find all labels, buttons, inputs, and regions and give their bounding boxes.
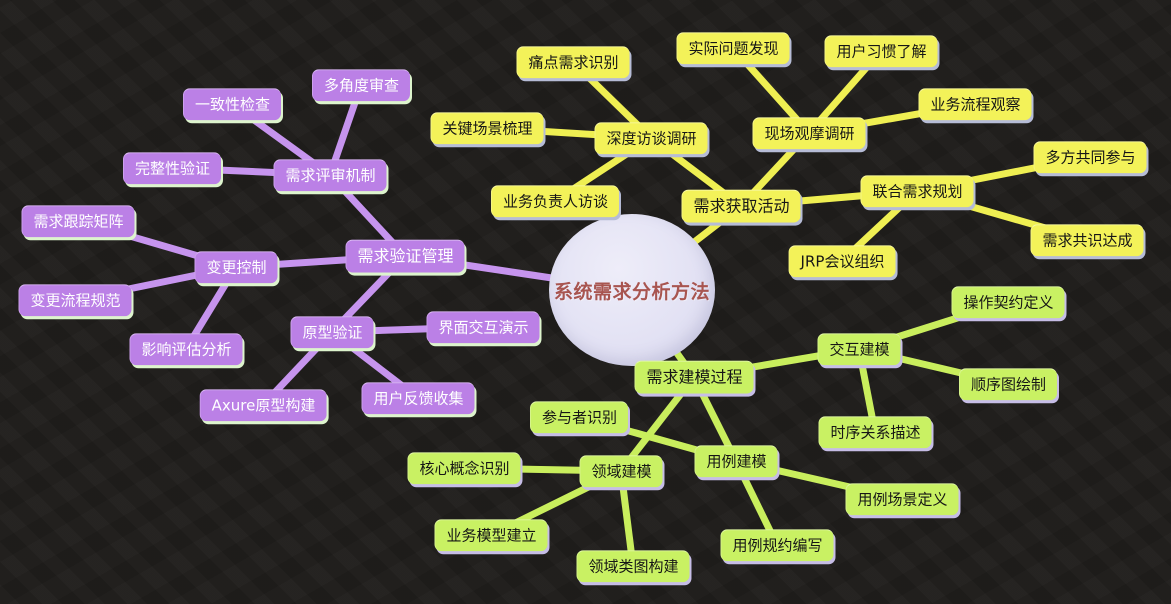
leaf-node-requirements-elicitation-2-1[interactable]: 需求共识达成 (1030, 224, 1144, 256)
leaf-node-requirements-elicitation-1-1[interactable]: 用户习惯了解 (824, 35, 938, 67)
leaf-node-requirements-modeling-1-0[interactable]: 核心概念识别 (407, 452, 521, 484)
leaf-node-requirements-modeling-2-0[interactable]: 参与者识别 (529, 401, 629, 433)
leaf-node-requirements-elicitation-0-0[interactable]: 痛点需求识别 (516, 46, 630, 78)
leaf-node-requirements-elicitation-0-1[interactable]: 关键场景梳理 (430, 112, 544, 144)
leaf-node-requirements-modeling-2-2[interactable]: 用例规约编写 (720, 529, 834, 561)
leaf-node-requirements-modeling-0-2[interactable]: 时序关系描述 (818, 416, 932, 448)
leaf-node-requirements-validation-2-2[interactable]: 用户反馈收集 (361, 382, 475, 414)
leaf-node-requirements-elicitation-2-2[interactable]: JRP会议组织 (788, 245, 896, 277)
leaf-node-requirements-validation-2-1[interactable]: Axure原型构建 (199, 389, 327, 421)
leaf-node-requirements-modeling-1-1[interactable]: 业务模型建立 (434, 519, 548, 551)
leaf-node-requirements-elicitation-0-2[interactable]: 业务负责人访谈 (490, 185, 620, 217)
leaf-node-requirements-validation-2-0[interactable]: 界面交互演示 (426, 311, 540, 343)
subtopic-node-requirements-modeling-2[interactable]: 用例建模 (694, 445, 778, 477)
mindmap-link (617, 470, 637, 567)
leaf-node-requirements-validation-1-0[interactable]: 需求跟踪矩阵 (21, 205, 135, 237)
center-topic-node[interactable]: 系统需求分析方法 (549, 214, 715, 366)
leaf-node-requirements-modeling-1-2[interactable]: 领域类图构建 (576, 550, 690, 582)
leaf-node-requirements-modeling-0-0[interactable]: 操作契约定义 (951, 286, 1065, 318)
leaf-node-requirements-validation-1-2[interactable]: 影响评估分析 (129, 333, 243, 365)
center-topic-label: 系统需求分析方法 (553, 280, 710, 303)
subtopic-node-requirements-validation-1[interactable]: 变更控制 (194, 251, 278, 283)
branch-root-node-requirements-validation[interactable]: 需求验证管理 (345, 239, 465, 273)
leaf-node-requirements-validation-0-2[interactable]: 完整性验证 (122, 152, 222, 184)
branch-root-node-requirements-modeling[interactable]: 需求建模过程 (634, 360, 754, 394)
leaf-node-requirements-validation-0-1[interactable]: 一致性检查 (182, 88, 282, 120)
leaf-node-requirements-elicitation-1-0[interactable]: 实际问题发现 (676, 32, 790, 64)
subtopic-node-requirements-modeling-0[interactable]: 交互建模 (817, 333, 901, 365)
subtopic-node-requirements-elicitation-2[interactable]: 联合需求规划 (860, 175, 974, 207)
subtopic-node-requirements-validation-2[interactable]: 原型验证 (290, 316, 374, 348)
subtopic-node-requirements-elicitation-0[interactable]: 深度访谈调研 (594, 122, 708, 154)
leaf-node-requirements-elicitation-1-2[interactable]: 业务流程观察 (918, 88, 1032, 120)
leaf-node-requirements-validation-0-0[interactable]: 多角度审查 (311, 69, 411, 101)
leaf-node-requirements-modeling-2-1[interactable]: 用例场景定义 (845, 483, 959, 515)
subtopic-node-requirements-modeling-1[interactable]: 领域建模 (579, 455, 663, 487)
leaf-node-requirements-elicitation-2-0[interactable]: 多方共同参与 (1033, 141, 1147, 173)
subtopic-node-requirements-elicitation-1[interactable]: 现场观摩调研 (752, 117, 866, 149)
leaf-node-requirements-validation-1-1[interactable]: 变更流程规范 (18, 284, 132, 316)
branch-root-node-requirements-elicitation[interactable]: 需求获取活动 (681, 189, 801, 223)
leaf-node-requirements-modeling-0-1[interactable]: 顺序图绘制 (958, 368, 1058, 400)
subtopic-node-requirements-validation-0[interactable]: 需求评审机制 (273, 159, 387, 191)
